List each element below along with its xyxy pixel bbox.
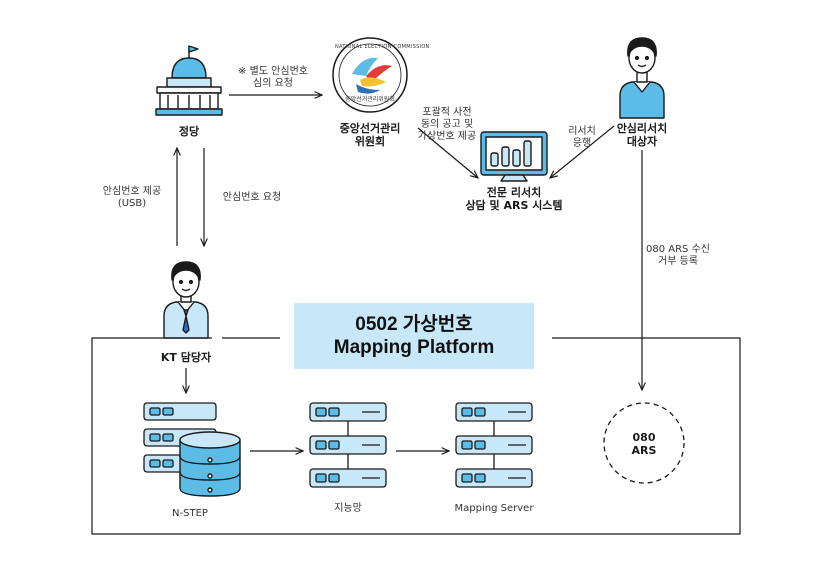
edge-label-target-research-line1: 리서치: [568, 126, 596, 137]
database-icon: [179, 431, 241, 497]
edge-label-target-ars-line2: 거부 등록: [658, 256, 698, 267]
edge-label-nec-research-line1: 포괄적 사전: [422, 107, 472, 118]
nec-seal-icon: [332, 37, 408, 113]
network-server-icon: [309, 402, 387, 488]
edge-nec-research: [417, 127, 478, 178]
mapping-server-icon: [455, 402, 533, 488]
platform-frame: [91, 337, 741, 535]
platform-title-line1: 0502 가상번호: [355, 314, 473, 335]
edge-label-target-ars-line1: 080 ARS 수신: [646, 244, 710, 255]
edge-label-party-nec-line1: ※ 별도 안심번호: [238, 66, 308, 77]
nec-seal-top-text: NATIONAL ELECTION COMMISSION: [335, 44, 430, 50]
nstep-label: N-STEP: [172, 508, 208, 519]
edge-label-target-ars: 080 ARS 수신 거부 등록: [643, 244, 713, 268]
edge-label-kt-party-line1: 안심번호 제공: [102, 186, 162, 197]
edge-label-party-kt: 안심번호 요청: [222, 192, 282, 203]
edge-target-research: [550, 125, 615, 178]
edge-label-kt-party: 안심번호 제공 (USB): [92, 186, 172, 210]
edge-label-kt-party-line2: (USB): [117, 198, 147, 209]
edge-label-target-research-line2: 응행: [572, 138, 592, 149]
nec-label-line2: 위원회: [354, 135, 386, 148]
edge-label-nec-research-line3: 가상번호 제공: [417, 131, 477, 142]
target-label-line2: 대상자: [626, 135, 658, 148]
kt-label: KT 담당자: [160, 351, 212, 364]
target-label-line1: 안심리서치: [616, 122, 668, 135]
platform-title-box: 0502 가상번호 Mapping Platform: [294, 303, 534, 369]
research-label-line2: 상담 및 ARS 시스템: [465, 199, 563, 212]
edge-label-target-research: 리서치 응행: [562, 126, 602, 150]
kt-person-icon: [163, 261, 209, 339]
nec-seal-bottom-text: 중앙선거관리위원회: [345, 96, 395, 103]
nec-label-line1: 중앙선거관리: [339, 122, 401, 135]
platform-title-line2: Mapping Platform: [333, 337, 495, 358]
edge-label-nec-research: 포괄적 사전 동의 공고 및 가상번호 제공: [407, 107, 487, 143]
research-label-line1: 전문 리서치: [486, 186, 542, 199]
mapping-server-label: Mapping Server: [454, 503, 534, 514]
nec-label: 중앙선거관리 위원회: [320, 122, 420, 148]
network-label: 지능망: [334, 503, 362, 514]
connectors: [177, 95, 642, 451]
edge-label-party-nec: ※ 별도 안심번호 심의 요청: [228, 66, 318, 90]
ars-label-line2: ARS: [631, 444, 657, 457]
edge-label-nec-research-line2: 동의 공고 및: [420, 119, 474, 130]
assembly-building-icon: [155, 45, 223, 116]
ars-circle: [603, 402, 685, 484]
research-label: 전문 리서치 상담 및 ARS 시스템: [449, 186, 579, 212]
edge-label-party-nec-line2: 심의 요청: [253, 78, 293, 89]
target-person-icon: [619, 37, 665, 119]
party-label: 정당: [178, 125, 200, 138]
ars-label-line1: 080: [632, 431, 656, 444]
target-label: 안심리서치 대상자: [597, 122, 687, 148]
ars-label: 080 ARS: [614, 431, 674, 457]
monitor-icon: [480, 131, 548, 182]
